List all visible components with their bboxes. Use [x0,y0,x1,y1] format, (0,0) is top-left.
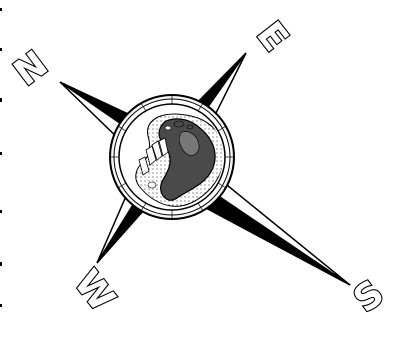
south-arm [204,181,350,285]
west-label: W [66,263,123,320]
north-label: N [7,43,56,94]
east-label: E [248,15,295,60]
compass-medallion [110,95,234,219]
south-label: S [346,273,391,321]
page-edge-marks [0,8,2,307]
